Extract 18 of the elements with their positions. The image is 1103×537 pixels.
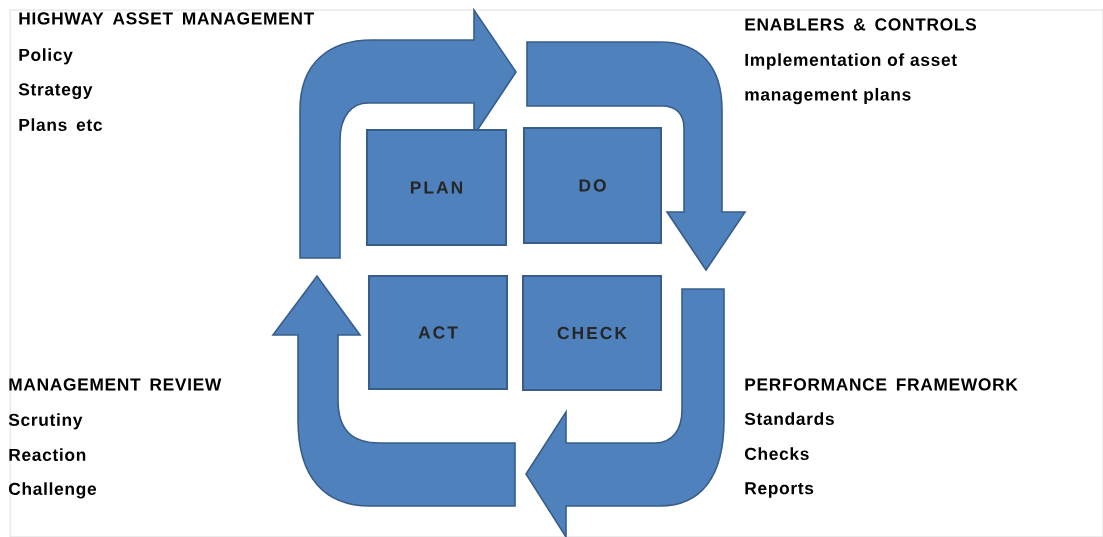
label-text: Checks: [745, 447, 809, 460]
label-text: PERFORMANCE FRAMEWORK: [745, 378, 1018, 391]
label-text: MANAGEMENT REVIEW: [9, 378, 222, 391]
process-box: CHECK: [522, 275, 662, 391]
label-text: Challenge: [9, 482, 97, 499]
label-text: Implementation of asset management plans: [745, 53, 957, 105]
process-box: DO: [523, 127, 662, 244]
label-text: HIGHWAY ASSET MANAGEMENT: [19, 12, 314, 25]
label-text: Plans etc: [19, 118, 103, 131]
label-text: Policy: [19, 48, 73, 65]
process-box: PLAN: [366, 129, 507, 246]
label-text: ENABLERS & CONTROLS: [745, 18, 977, 31]
label-text: Standards: [744, 412, 834, 425]
label-text: Reports: [745, 482, 814, 498]
label-text: Reaction: [9, 448, 86, 461]
process-box: ACT: [368, 275, 508, 390]
label-text: Scrutiny: [8, 413, 83, 430]
label-text: Strategy: [18, 83, 93, 100]
